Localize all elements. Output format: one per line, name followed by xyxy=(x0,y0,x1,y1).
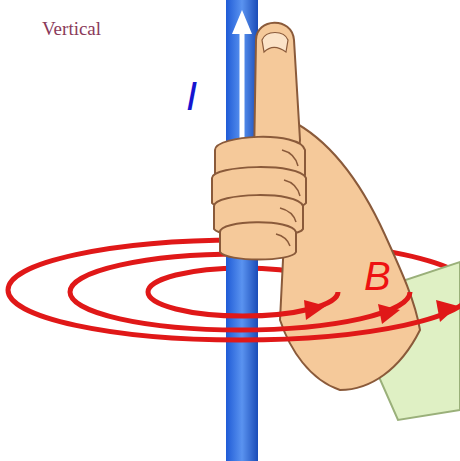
field-lines-front xyxy=(8,290,460,340)
field-symbol: B xyxy=(364,256,391,296)
field-arrowheads xyxy=(304,300,458,324)
fingers xyxy=(212,137,306,260)
orientation-label: Vertical xyxy=(42,19,101,38)
current-symbol: I xyxy=(186,76,197,116)
